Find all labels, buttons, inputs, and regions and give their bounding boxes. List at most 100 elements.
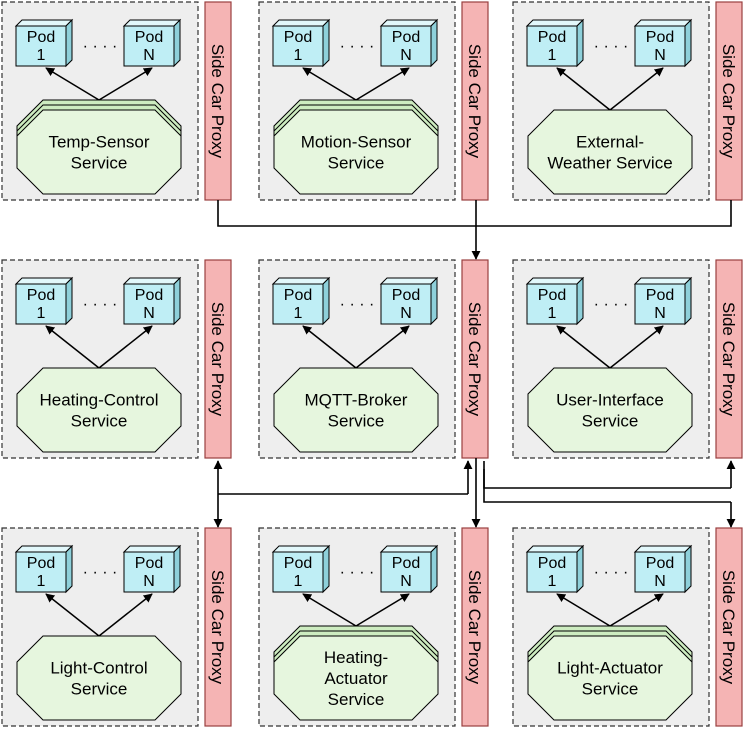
pod-ellipsis: · · · · (340, 38, 375, 55)
pod-label: Pod (27, 29, 55, 46)
service-label: Service (328, 154, 385, 173)
arrow-to-pod-n (609, 593, 664, 627)
service-label: Service (71, 412, 128, 431)
pod-number: N (654, 573, 666, 590)
side-car-proxy: Side Car Proxy (204, 527, 232, 727)
arrow-to-pod-1 (45, 67, 100, 101)
pod-label: Pod (538, 555, 566, 572)
pod-label: Pod (284, 555, 312, 572)
service-label: Light-Actuator (557, 659, 663, 678)
ui-bus (483, 461, 731, 489)
pod-ellipsis: · · · · (83, 296, 118, 313)
side-car-proxy: Side Car Proxy (204, 259, 232, 459)
proxy-label: Side Car Proxy (465, 570, 484, 685)
proxy-label: Side Car Proxy (465, 302, 484, 417)
side-car-proxy: Side Car Proxy (715, 1, 743, 201)
pod-number: 1 (37, 47, 46, 64)
service-label: User-Interface (556, 391, 664, 410)
actuator-bus (483, 469, 731, 503)
arrow-to-pod-1 (556, 325, 611, 369)
service-label: Service (328, 412, 385, 431)
pod-label: Pod (392, 555, 420, 572)
pod-label: Pod (538, 287, 566, 304)
pod-label: Pod (27, 287, 55, 304)
pod-number: 1 (37, 573, 46, 590)
pod-number: N (143, 305, 155, 322)
service-label: MQTT-Broker (305, 391, 408, 410)
pod-label: Pod (538, 29, 566, 46)
pod-label: Pod (646, 29, 674, 46)
proxy-label: Side Car Proxy (208, 570, 227, 685)
service-label: Heating-Control (39, 391, 158, 410)
pod-number: 1 (548, 573, 557, 590)
top-proxy-bus (217, 200, 732, 227)
side-car-proxy: Side Car Proxy (715, 527, 743, 727)
proxy-label: Side Car Proxy (719, 44, 738, 159)
service-label: Service (328, 690, 385, 709)
service-label: Actuator (324, 669, 388, 688)
service-label: Temp-Sensor (48, 133, 149, 152)
pod-label: Pod (135, 29, 163, 46)
pod-label: Pod (646, 287, 674, 304)
arrow-to-pod-n (98, 67, 153, 101)
arrow-to-pod-n (355, 67, 410, 101)
pod-number: N (143, 47, 155, 64)
pod-label: Pod (135, 555, 163, 572)
pod-label: Pod (27, 555, 55, 572)
arrow-to-pod-n (609, 325, 664, 369)
service-label: Service (71, 154, 128, 173)
pod-number: N (654, 305, 666, 322)
pod-ellipsis: · · · · (594, 296, 629, 313)
arrow-to-pod-1 (302, 67, 357, 101)
service-label: Weather Service (547, 154, 672, 173)
pod-number: N (654, 47, 666, 64)
arrow-to-pod-1 (302, 325, 357, 369)
proxy-label: Side Car Proxy (465, 44, 484, 159)
side-car-proxy: Side Car Proxy (461, 527, 489, 727)
pod-ellipsis: · · · · (340, 564, 375, 581)
service-label: Service (582, 412, 639, 431)
arrow-to-pod-1 (556, 593, 611, 627)
arrow-to-pod-1 (45, 593, 100, 637)
arrow-to-pod-n (609, 67, 664, 111)
proxy-label: Side Car Proxy (719, 570, 738, 685)
proxy-label: Side Car Proxy (719, 302, 738, 417)
arrow-to-pod-1 (45, 325, 100, 369)
pod-label: Pod (646, 555, 674, 572)
pod-ellipsis: · · · · (83, 38, 118, 55)
arrow-to-pod-n (355, 593, 410, 627)
side-car-proxy: Side Car Proxy (204, 1, 232, 201)
arrow-to-pod-1 (302, 593, 357, 627)
service-label: Motion-Sensor (301, 133, 412, 152)
proxy-label: Side Car Proxy (208, 302, 227, 417)
pod-number: N (400, 305, 412, 322)
pod-label: Pod (392, 287, 420, 304)
service-label: Service (71, 680, 128, 699)
